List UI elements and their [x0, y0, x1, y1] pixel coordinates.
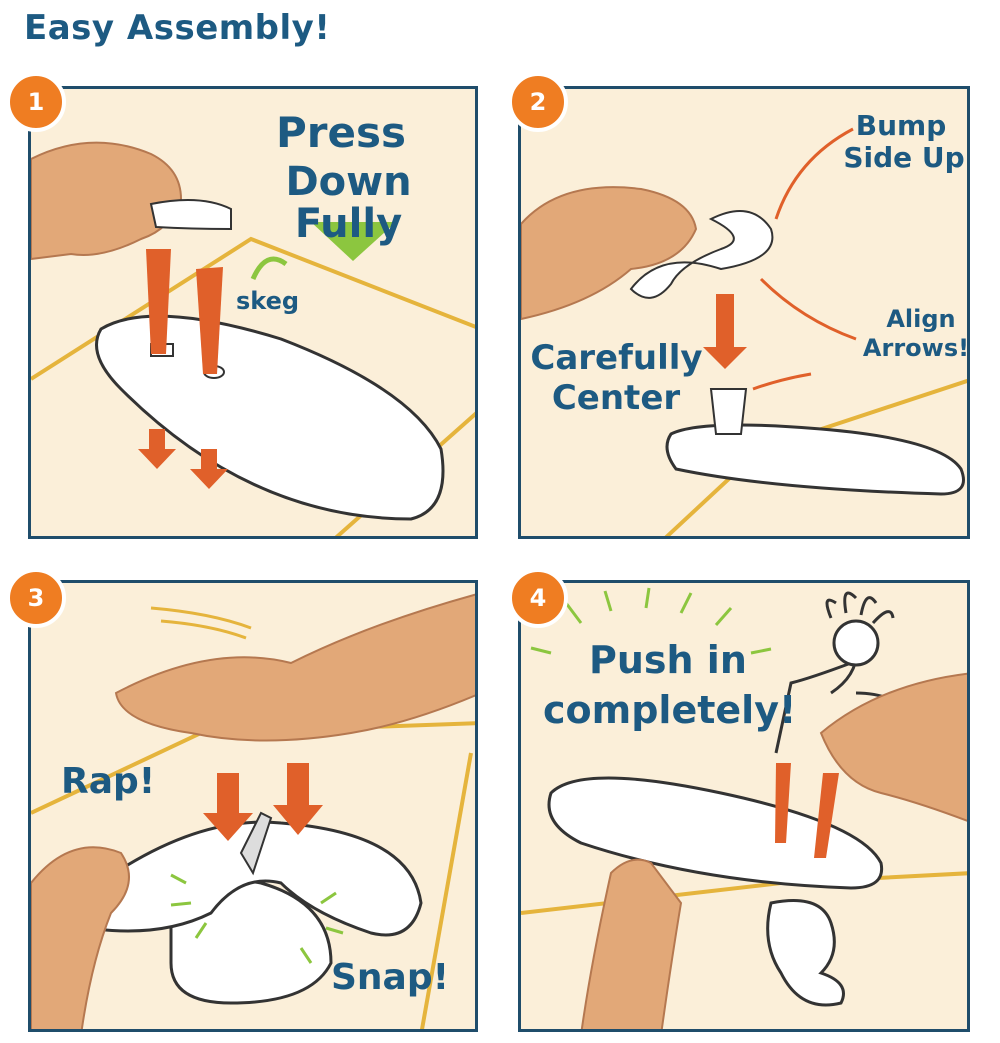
step-3-badge: 3: [6, 568, 66, 628]
down-arrow: [273, 763, 323, 835]
center-label: Center: [551, 378, 681, 418]
side-up-label: Side Up: [843, 141, 965, 174]
press-label: Press: [276, 108, 406, 157]
step-2-illustration: [521, 127, 967, 536]
step-1-illustration: [31, 141, 475, 536]
snap-label: Snap!: [331, 957, 450, 998]
step-1-badge: 1: [6, 72, 66, 132]
carefully-label: Carefully: [530, 338, 703, 378]
down-arrow: [703, 294, 747, 369]
step-2-panel: Bump Side Up Align Arrows! Carefully Cen…: [518, 86, 970, 539]
arrows-label: Arrows!: [862, 334, 970, 362]
skeg: [766, 899, 845, 1007]
down-arrow: [775, 763, 791, 843]
surfboard: [59, 820, 423, 937]
down-arrow: [146, 249, 171, 354]
step-3-illustration: [31, 593, 475, 1029]
down-arrow: [196, 267, 223, 374]
step-3-panel: Rap! Snap!: [28, 580, 478, 1032]
step-4-badge: 4: [508, 568, 568, 628]
green-arrow: [311, 222, 396, 261]
down-fully-label: Down Fully: [285, 159, 412, 247]
hand: [114, 593, 475, 742]
completely-label: completely!: [543, 688, 797, 732]
hand: [31, 846, 130, 1029]
align-label: Align: [886, 305, 956, 333]
surfboard: [665, 423, 965, 496]
hand: [31, 141, 183, 261]
step-4-panel: Push in completely!: [518, 580, 970, 1032]
surfboard: [547, 776, 884, 890]
surfboard: [95, 314, 445, 521]
skeg: [709, 388, 748, 435]
step-2-badge: 2: [508, 72, 568, 132]
hand: [580, 858, 683, 1029]
page-title: Easy Assembly!: [24, 8, 331, 48]
push-in-label: Push in: [589, 638, 747, 682]
hand: [819, 672, 967, 822]
rap-label: Rap!: [61, 761, 156, 802]
step-4-illustration: [521, 587, 967, 1029]
skeg-label: skeg: [236, 287, 300, 315]
bump-label: Bump: [855, 109, 947, 142]
stand: [629, 210, 774, 299]
hand: [521, 186, 698, 321]
step-1-panel: Press Down Fully skeg: [28, 86, 478, 539]
down-arrow: [814, 773, 839, 858]
down-arrow: [203, 773, 253, 841]
